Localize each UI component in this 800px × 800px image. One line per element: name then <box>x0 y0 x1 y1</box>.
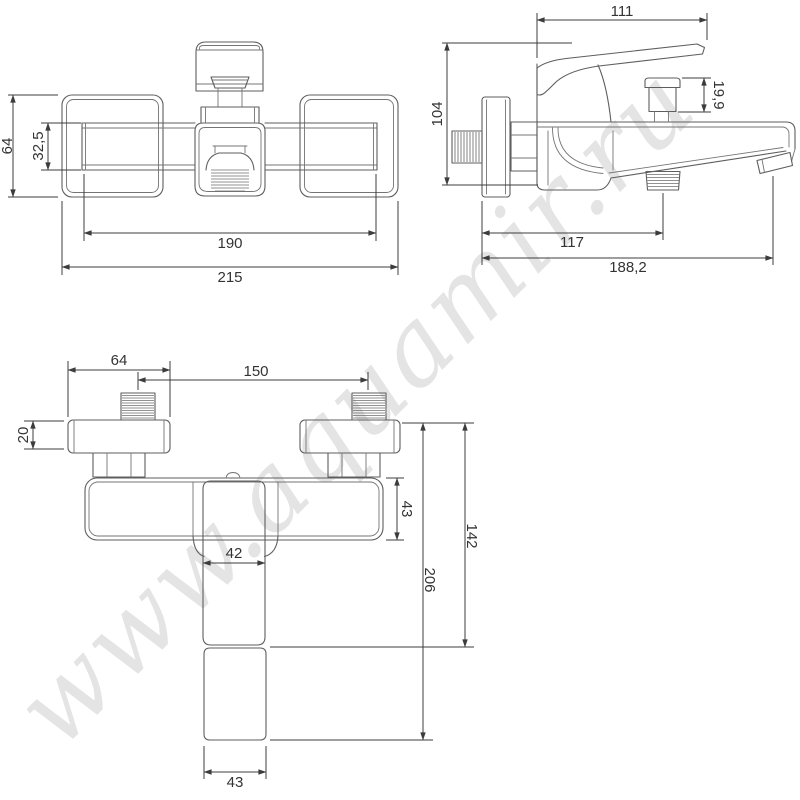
front-handle <box>195 41 264 124</box>
side-inlet-thread <box>451 130 483 164</box>
dim-front-body-offset: 32,5 <box>30 122 81 171</box>
dim-label-104: 104 <box>429 101 446 126</box>
dim-side-shower-offset: 117 <box>481 193 664 265</box>
dim-plan-plate-width: 64 <box>67 352 171 417</box>
dim-label-117: 117 <box>560 234 584 251</box>
dim-plan-plate-thickness: 20 <box>15 420 64 450</box>
side-lever-handle <box>536 43 706 96</box>
dim-plan-inlet-spacing: 150 <box>137 363 369 390</box>
dim-label-64-front: 64 <box>0 138 16 155</box>
side-spout <box>536 121 796 162</box>
front-wall-plates <box>61 94 399 198</box>
plan-body <box>84 472 384 541</box>
dim-front-pipe-span: 190 <box>83 174 377 252</box>
front-body <box>194 122 266 197</box>
dim-label-32-5: 32,5 <box>30 131 47 160</box>
dim-label-188-2: 188,2 <box>609 259 647 276</box>
dim-side-spout-reach: 188,2 <box>481 176 774 276</box>
dim-label-111: 111 <box>611 3 634 20</box>
plan-dimensions: 64 150 20 43 42 <box>15 352 480 791</box>
front-pipe <box>81 122 378 171</box>
dim-label-64-plan: 64 <box>111 352 128 369</box>
dim-label-43-spout: 43 <box>227 774 244 791</box>
front-dimensions: 64 32,5 190 215 <box>0 94 399 286</box>
front-outlet-thread <box>211 169 249 192</box>
front-view: 64 32,5 190 215 <box>0 41 399 286</box>
dim-plan-spout-inner-width: 42 <box>202 545 266 566</box>
dim-label-19-9: 19,9 <box>710 80 727 109</box>
dim-label-20: 20 <box>15 427 32 444</box>
side-dimensions: 111 104 19,9 117 188,2 <box>429 3 774 276</box>
side-body <box>536 63 787 191</box>
dim-front-plate-height: 64 <box>0 94 58 198</box>
dim-side-diverter-height: 19,9 <box>678 77 727 113</box>
plan-spout-tube <box>192 480 279 741</box>
side-aerator <box>756 151 794 175</box>
plan-hex-nuts <box>92 452 381 478</box>
side-diverter-knob <box>644 77 681 123</box>
dim-plan-spout-width: 43 <box>203 746 267 791</box>
dim-plan-total-length: 206 <box>270 422 438 741</box>
plan-view: 64 150 20 43 42 <box>15 352 480 791</box>
dim-label-43-body: 43 <box>398 501 415 518</box>
side-shower-outlet-thread <box>645 170 681 191</box>
dim-label-142: 142 <box>463 523 480 548</box>
dim-front-total-width: 215 <box>61 201 399 286</box>
dim-side-total-height: 104 <box>429 42 572 186</box>
dim-label-42: 42 <box>226 545 243 562</box>
dim-side-handle-length: 111 <box>536 3 708 58</box>
dim-plan-upper-length: 142 <box>270 422 480 648</box>
dim-label-206: 206 <box>421 567 438 592</box>
dim-label-215: 215 <box>217 269 242 286</box>
dim-plan-body-depth: 43 <box>386 477 415 541</box>
dim-label-150: 150 <box>243 363 268 380</box>
side-view: 111 104 19,9 117 188,2 <box>429 3 796 276</box>
dim-label-190: 190 <box>217 235 242 252</box>
